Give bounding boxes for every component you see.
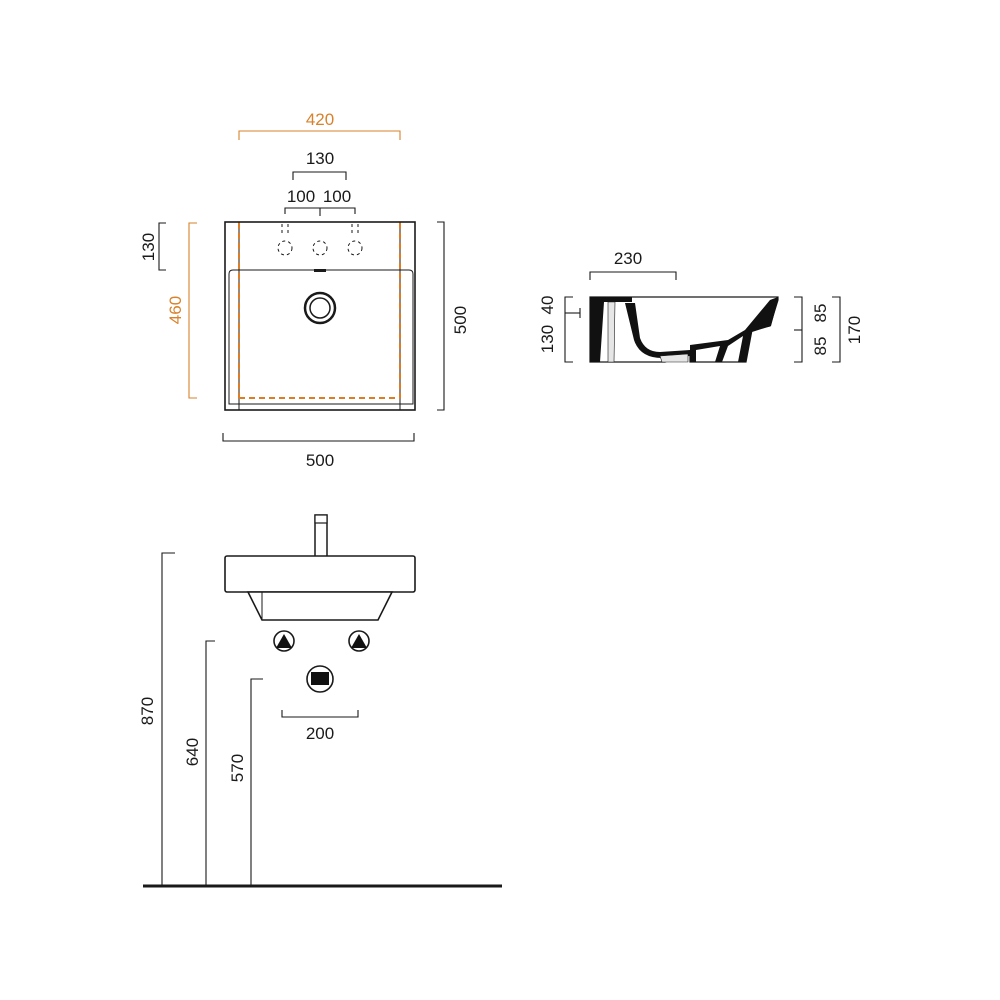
dim-section-right: 85 85 170 — [794, 296, 864, 363]
supply-valve-left-icon — [273, 630, 295, 652]
dim-overall-width: 420 — [238, 110, 401, 140]
dim-waste-height-label: 570 — [228, 754, 247, 782]
dim-rim-height-label: 870 — [138, 697, 157, 725]
dim-outer-depth-label: 500 — [451, 306, 470, 334]
dim-rim-height: 870 — [138, 552, 175, 886]
dim-front-offset-label: 130 — [139, 233, 158, 261]
dim-waste-width: 200 — [281, 710, 359, 743]
tap-hole-left — [277, 224, 293, 256]
top-view: 420 130 100 100 130 460 — [139, 110, 470, 470]
dim-inner-depth-label: 460 — [166, 296, 185, 324]
dim-inner-depth: 460 — [166, 222, 197, 399]
dim-lower-height-label: 85 — [811, 337, 830, 356]
dim-supply-height-label: 640 — [183, 738, 202, 766]
dim-overall-width-label: 420 — [306, 110, 334, 129]
drain-icon — [303, 291, 337, 325]
dim-tap-spacing-total: 130 — [292, 149, 347, 180]
dim-outer-depth: 500 — [437, 221, 470, 411]
dim-tap-spacing-total-label: 130 — [306, 149, 334, 168]
waste-outlet-icon — [306, 665, 334, 693]
faucet-icon — [314, 514, 328, 558]
overflow-slot — [314, 269, 326, 272]
dim-front-offset: 130 — [139, 222, 166, 271]
tap-hole-right — [347, 224, 363, 256]
dim-tap-spacing: 100 100 — [284, 187, 356, 216]
dim-drain-offset: 230 — [589, 249, 677, 280]
tap-hole-center — [312, 240, 328, 256]
dim-waste-width-label: 200 — [306, 724, 334, 743]
dim-outer-width-label: 500 — [306, 451, 334, 470]
supply-valve-right-icon — [348, 630, 370, 652]
dim-tap-spacing-left-label: 100 — [287, 187, 315, 206]
dim-total-height-label: 170 — [845, 316, 864, 344]
dim-drain-offset-label: 230 — [614, 249, 642, 268]
dim-section-left: 40 130 — [538, 296, 581, 363]
dim-waste-height: 570 — [228, 678, 263, 886]
dim-rim-thickness-label: 40 — [538, 296, 557, 315]
dim-supply-height: 640 — [183, 640, 215, 886]
dim-outer-width: 500 — [222, 433, 415, 470]
dim-bowl-depth-label: 130 — [538, 325, 557, 353]
front-view: 200 870 640 570 — [138, 514, 502, 888]
basin-top — [224, 221, 416, 411]
basin-section — [589, 296, 779, 363]
dim-tap-spacing-right-label: 100 — [323, 187, 351, 206]
dim-upper-height-label: 85 — [811, 304, 830, 323]
basin-front — [224, 555, 416, 621]
section-view: 230 40 130 85 85 170 — [538, 249, 864, 363]
